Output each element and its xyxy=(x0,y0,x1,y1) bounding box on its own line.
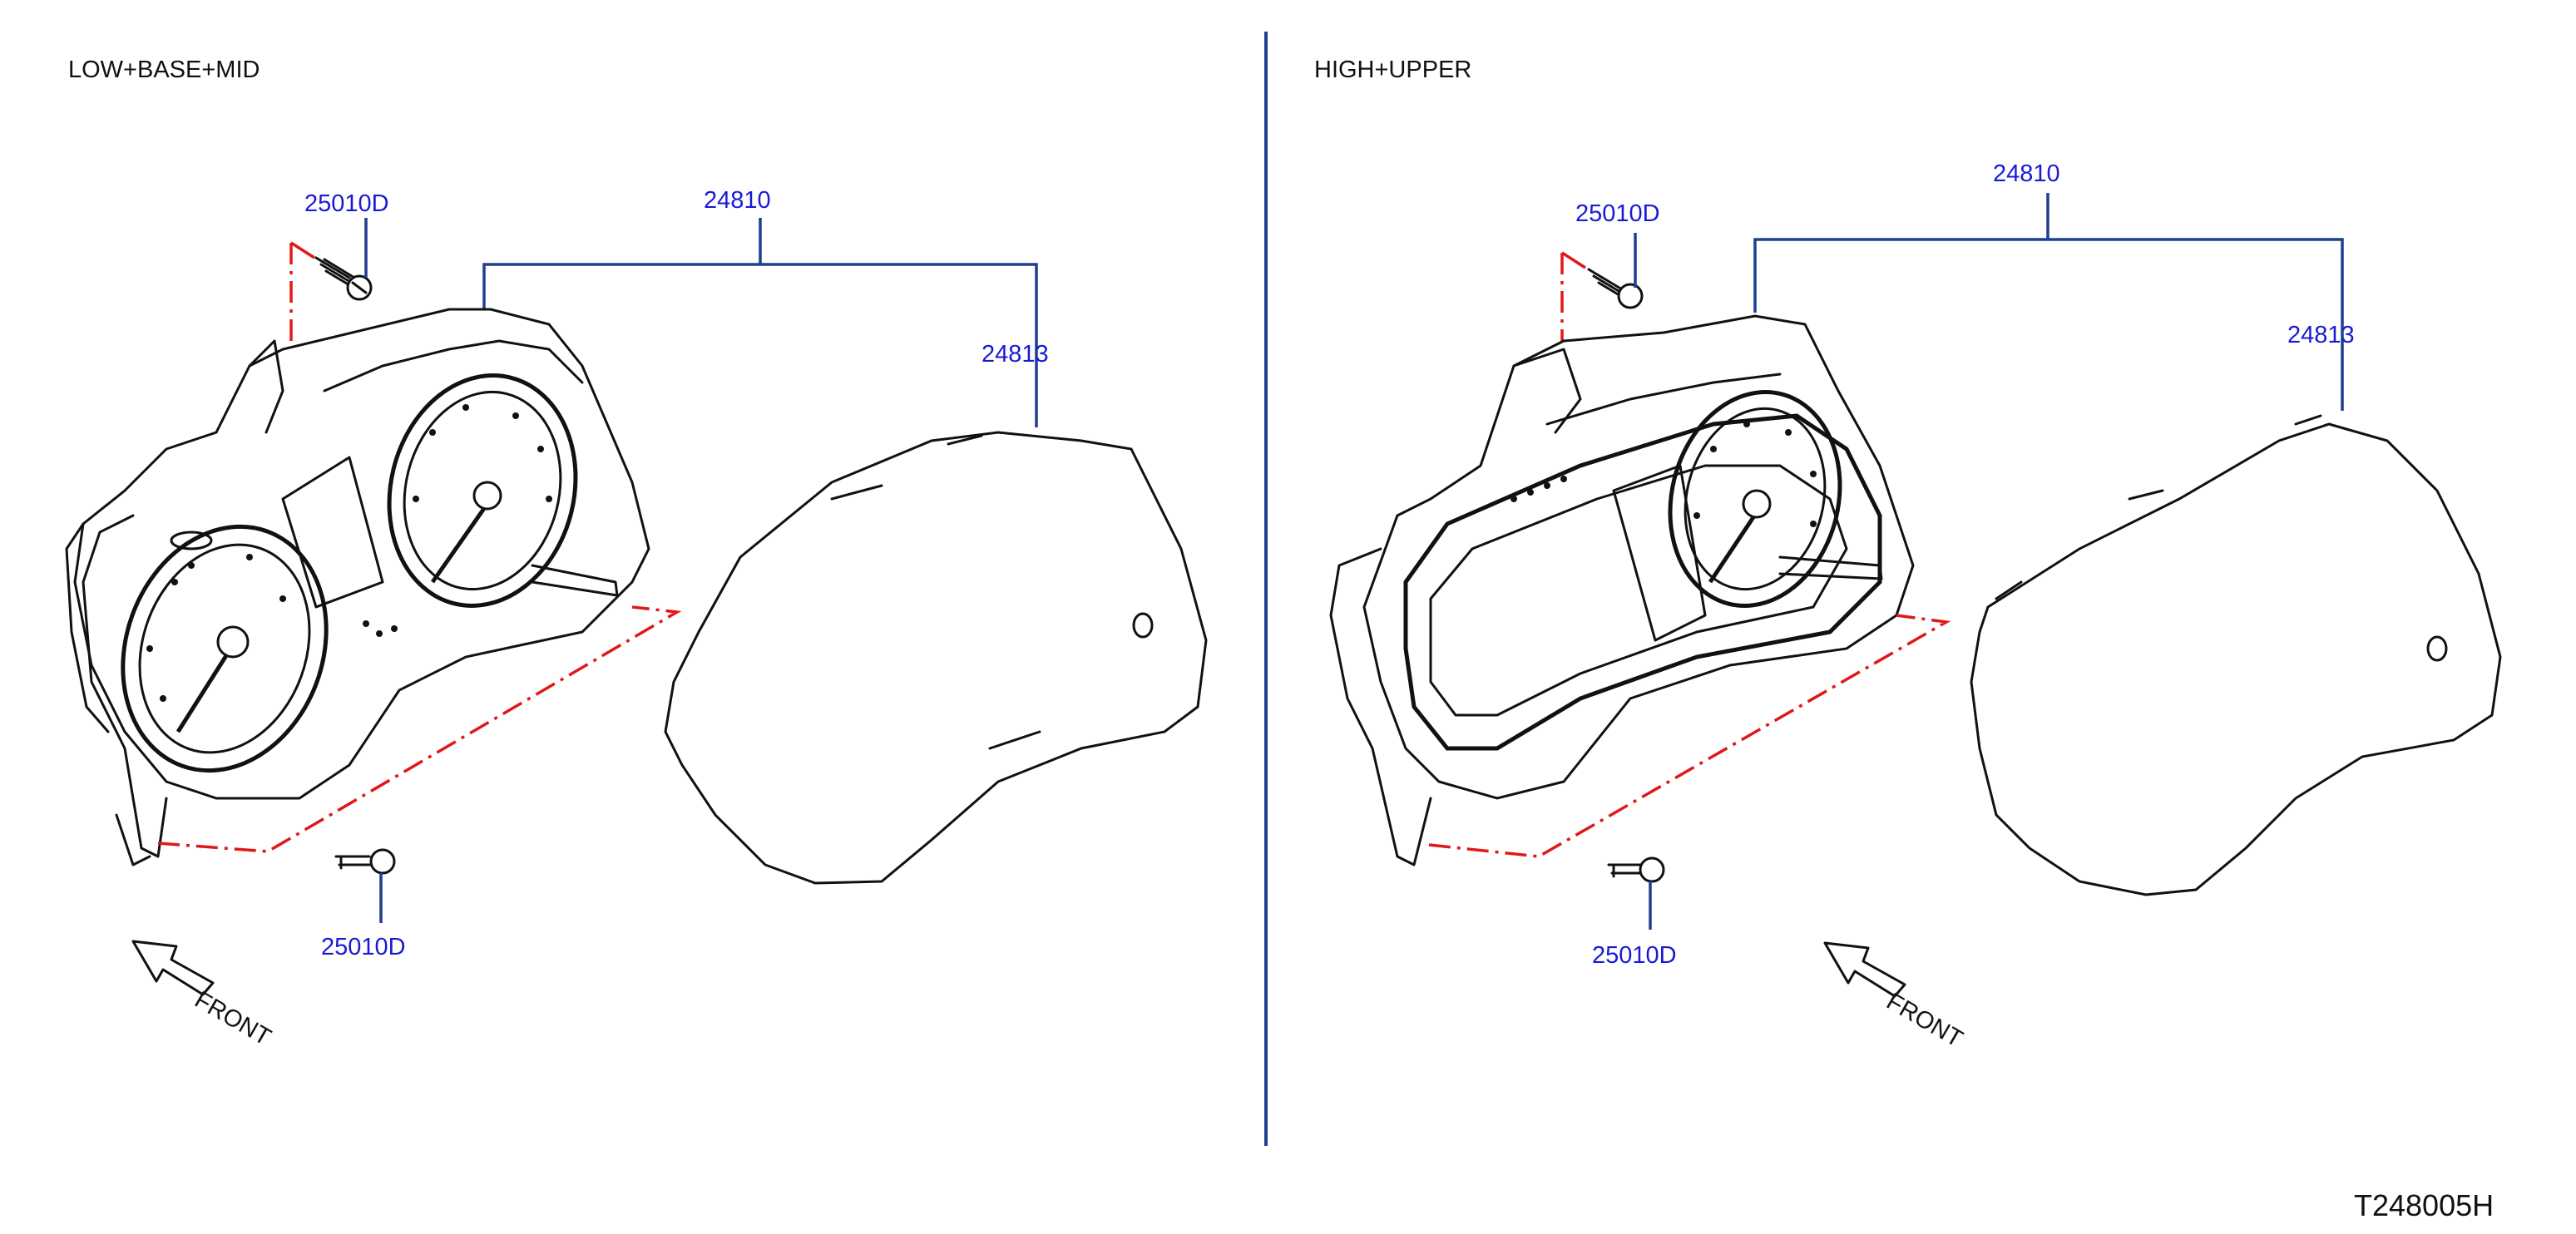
left-bottom-screw[interactable] xyxy=(334,848,396,875)
right-lens-cover[interactable] xyxy=(1970,422,2502,896)
right-lens-callout[interactable]: 24813 xyxy=(2287,322,2355,348)
right-assembly-dash xyxy=(1428,614,1951,858)
left-lens-callout[interactable]: 24813 xyxy=(981,341,1049,368)
right-assembly-callout[interactable]: 24810 xyxy=(1993,160,2060,187)
right-panel-title: HIGH+UPPER xyxy=(1314,57,1471,83)
left-assembly-dash xyxy=(157,605,682,853)
right-panel: HIGH+UPPER 24810 24813 25010D xyxy=(1314,57,2502,1053)
left-top-screw-callout[interactable]: 25010D xyxy=(304,190,389,217)
right-front-label: FRONT xyxy=(1882,988,1968,1053)
diagram-code: T248005H xyxy=(2354,1188,2494,1222)
left-top-screw[interactable] xyxy=(314,256,373,301)
left-assembly-leader xyxy=(482,218,1038,427)
left-meter-cluster[interactable] xyxy=(65,308,650,866)
right-assembly-leader xyxy=(1753,193,2344,411)
right-bottom-screw[interactable] xyxy=(1607,856,1665,883)
left-panel: LOW+BASE+MID 24810 24813 25010D xyxy=(65,57,1208,1051)
right-top-screw-dash-a xyxy=(1561,251,1586,269)
right-top-screw[interactable] xyxy=(1587,268,1644,309)
right-front-arrow xyxy=(1823,941,1906,998)
left-assembly-callout[interactable]: 24810 xyxy=(704,187,771,214)
left-lens-cover[interactable] xyxy=(664,431,1208,885)
left-lens-hole xyxy=(1132,612,1154,639)
left-bottom-screw-callout[interactable]: 25010D xyxy=(321,934,406,960)
left-front-label: FRONT xyxy=(190,986,276,1051)
left-panel-title: LOW+BASE+MID xyxy=(68,57,260,83)
right-lens-hole xyxy=(2426,635,2448,662)
right-meter-cluster[interactable] xyxy=(1329,314,1915,866)
right-top-screw-callout[interactable]: 25010D xyxy=(1575,200,1660,227)
right-bottom-screw-callout[interactable]: 25010D xyxy=(1592,942,1677,969)
left-top-screw-dash-a xyxy=(290,241,315,259)
left-front-arrow xyxy=(131,940,215,996)
